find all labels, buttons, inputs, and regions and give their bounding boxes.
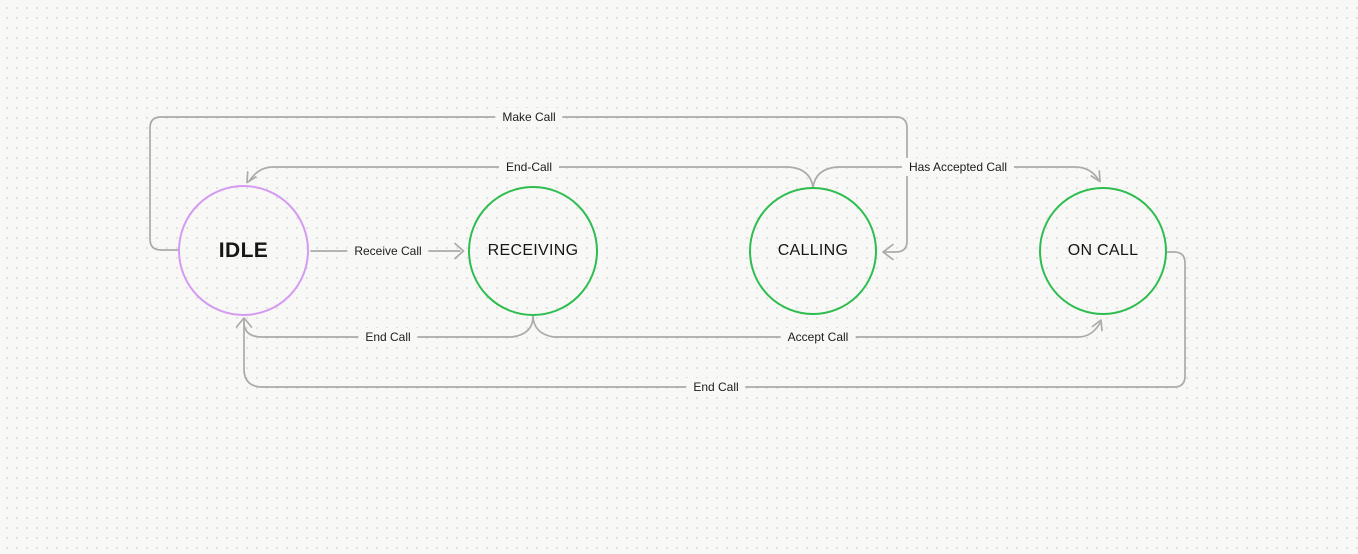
edge-label-end-call-on-call[interactable]: End Call bbox=[686, 378, 746, 396]
edge-label-make-call[interactable]: Make Call bbox=[495, 108, 563, 126]
state-node-receiving[interactable]: RECEIVING bbox=[468, 186, 598, 316]
state-node-on-call[interactable]: ON CALL bbox=[1039, 187, 1167, 315]
state-node-on-call-label: ON CALL bbox=[1067, 242, 1139, 259]
arrowhead-make-call bbox=[882, 243, 894, 261]
arrowhead-end-call-calling bbox=[246, 171, 257, 184]
arrowhead-accept-call bbox=[1091, 319, 1103, 332]
state-node-idle-label: IDLE bbox=[218, 238, 269, 262]
state-node-idle[interactable]: IDLE bbox=[178, 185, 309, 316]
arrowhead-has-accepted-call bbox=[1090, 170, 1101, 183]
edge-label-end-call-receiving[interactable]: End Call bbox=[358, 328, 418, 346]
arrowhead-receive-call bbox=[454, 242, 465, 260]
edge-label-has-accepted-call[interactable]: Has Accepted Call bbox=[901, 158, 1015, 176]
edge-label-accept-call[interactable]: Accept Call bbox=[780, 328, 856, 346]
arrowhead-end-call-idle bbox=[235, 317, 253, 328]
state-node-calling-label: CALLING bbox=[777, 242, 849, 259]
edge-end-call-on-call[interactable] bbox=[235, 251, 1186, 388]
edge-label-end-call-calling[interactable]: End-Call bbox=[498, 158, 560, 176]
state-node-receiving-label: RECEIVING bbox=[487, 242, 579, 259]
state-node-calling[interactable]: CALLING bbox=[749, 187, 877, 315]
edge-label-receive-call[interactable]: Receive Call bbox=[347, 242, 429, 260]
